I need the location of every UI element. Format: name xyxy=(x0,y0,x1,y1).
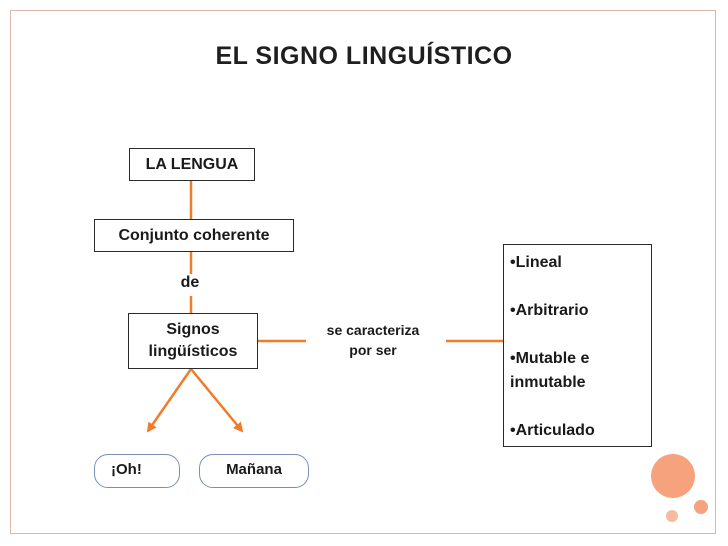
property-arbitrario: •Arbitrario xyxy=(510,302,589,319)
example-manana: Mañana xyxy=(199,454,309,488)
decor-circle-large xyxy=(651,454,695,498)
label-de: de xyxy=(180,274,200,291)
node-signos-linguisticos: Signos lingüísticos xyxy=(128,313,258,369)
signos-line2: lingüísticos xyxy=(148,343,238,360)
relation-line2: por ser xyxy=(349,342,397,358)
slide-frame xyxy=(10,10,716,534)
arrow-to-manana xyxy=(190,368,244,433)
slide-title: EL SIGNO LINGUÍSTICO xyxy=(215,42,513,70)
decor-circle-tiny xyxy=(666,510,678,522)
decor-circle-small xyxy=(694,500,708,514)
relation-line1: se caracteriza xyxy=(326,322,420,338)
property-mutable: •Mutable e xyxy=(510,350,590,367)
node-la-lengua: LA LENGUA xyxy=(129,148,255,181)
node-conjunto-coherente: Conjunto coherente xyxy=(94,219,294,252)
property-lineal: •Lineal xyxy=(510,254,562,271)
example-oh: ¡Oh! xyxy=(94,454,180,488)
arrow-to-oh xyxy=(146,368,193,433)
signos-line1: Signos xyxy=(166,321,220,338)
node-properties: •Lineal •Arbitrario •Mutable e inmutable… xyxy=(503,244,652,447)
property-articulado: •Articulado xyxy=(510,422,595,439)
label-se-caracteriza: se caracteriza por ser xyxy=(310,320,436,360)
property-inmutable: inmutable xyxy=(510,374,586,391)
